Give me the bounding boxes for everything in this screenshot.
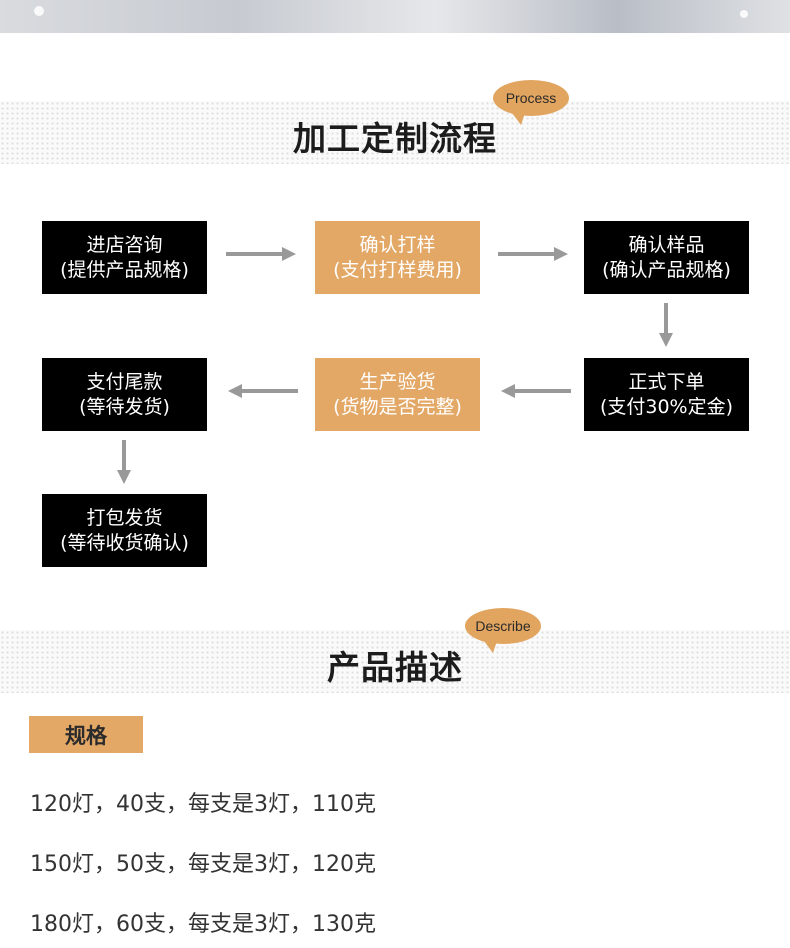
step-final-payment: 支付尾款 (等待发货) [42,358,207,431]
step-confirm-proof: 确认打样 (支付打样费用) [315,221,480,294]
spec-line: 180灯，60支，每支是3灯，130克 [30,912,376,937]
spec-tag: 规格 [29,716,143,753]
describe-title: 产品描述 [327,648,463,687]
spec-line: 120灯，40支，每支是3灯，110克 [30,792,376,817]
step-subtitle: (支付打样费用) [333,258,462,281]
step-confirm-sample: 确认样品 (确认产品规格) [584,221,749,294]
step-subtitle: (确认产品规格) [602,258,731,281]
top-banner-image [0,0,790,33]
describe-header-band [0,630,790,693]
step-subtitle: (等待收货确认) [60,531,189,554]
spec-line: 150灯，50支，每支是3灯，120克 [30,852,376,877]
sparkle-decoration [740,10,748,18]
process-header-band [0,101,790,164]
process-bubble: Process [493,80,569,116]
process-bubble-tail [512,113,525,125]
step-title: 确认样品 [628,233,705,256]
step-production-inspection: 生产验货 (货物是否完整) [315,358,480,431]
describe-bubble-tail [484,641,497,653]
sparkle-decoration [34,6,44,16]
arrow-right-icon [226,247,296,261]
step-title: 进店咨询 [86,233,163,256]
step-ship: 打包发货 (等待收货确认) [42,494,207,567]
step-place-order: 正式下单 (支付30%定金) [584,358,749,431]
arrow-left-icon [228,384,298,398]
arrow-right-icon [498,247,568,261]
step-subtitle: (支付30%定金) [599,395,734,418]
arrow-left-icon [501,384,571,398]
step-title: 支付尾款 [86,370,163,393]
step-consult: 进店咨询 (提供产品规格) [42,221,207,294]
step-subtitle: (货物是否完整) [333,395,462,418]
step-subtitle: (等待发货) [79,395,170,418]
step-title: 确认打样 [359,233,436,256]
step-title: 生产验货 [359,370,436,393]
step-subtitle: (提供产品规格) [60,258,189,281]
describe-bubble: Describe [465,608,541,644]
step-title: 正式下单 [628,370,705,393]
arrow-down-icon [659,303,673,347]
arrow-down-icon [117,440,131,484]
step-title: 打包发货 [86,506,163,529]
process-title: 加工定制流程 [293,119,497,158]
